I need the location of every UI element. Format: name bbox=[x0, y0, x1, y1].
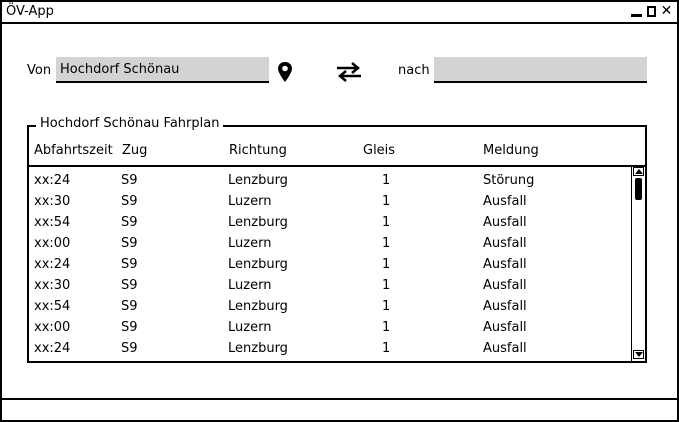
cell-departure: xx:24 bbox=[34, 341, 71, 356]
cell-platform: 1 bbox=[382, 236, 391, 251]
column-header-message[interactable]: Meldung bbox=[483, 143, 539, 158]
header-divider bbox=[29, 165, 645, 167]
status-bar bbox=[2, 398, 677, 420]
timetable-title: Hochdorf Schönau Fahrplan bbox=[36, 116, 224, 131]
cell-train: S9 bbox=[121, 341, 138, 356]
cell-message: Ausfall bbox=[483, 278, 527, 293]
cell-message: Störung bbox=[483, 173, 535, 188]
timetable-rows: xx:24 S9 Lenzburg 1 Störung xx:30 S9 Luz… bbox=[29, 171, 631, 360]
table-row[interactable]: xx:30 S9 Luzern 1 Ausfall bbox=[29, 276, 631, 297]
table-row[interactable]: xx:24 S9 Lenzburg 1 Ausfall bbox=[29, 339, 631, 360]
cell-message: Ausfall bbox=[483, 194, 527, 209]
maximize-icon[interactable] bbox=[645, 5, 658, 18]
cell-direction: Luzern bbox=[228, 194, 272, 209]
table-row[interactable]: xx:30 S9 Luzern 1 Ausfall bbox=[29, 192, 631, 213]
cell-train: S9 bbox=[121, 320, 138, 335]
cell-platform: 1 bbox=[382, 341, 391, 356]
cell-message: Ausfall bbox=[483, 215, 527, 230]
to-label: nach bbox=[398, 63, 430, 78]
swap-arrows-icon[interactable] bbox=[335, 62, 363, 82]
cell-train: S9 bbox=[121, 299, 138, 314]
cell-train: S9 bbox=[121, 194, 138, 209]
cell-direction: Lenzburg bbox=[228, 257, 288, 272]
from-field[interactable]: Hochdorf Schönau bbox=[56, 57, 269, 83]
cell-message: Ausfall bbox=[483, 299, 527, 314]
cell-departure: xx:54 bbox=[34, 215, 71, 230]
timetable-group bbox=[27, 125, 647, 363]
table-row[interactable]: xx:24 S9 Lenzburg 1 Störung bbox=[29, 171, 631, 192]
cell-train: S9 bbox=[121, 236, 138, 251]
cell-direction: Lenzburg bbox=[228, 173, 288, 188]
from-label: Von bbox=[27, 63, 52, 78]
map-pin-icon[interactable] bbox=[277, 61, 293, 83]
cell-departure: xx:30 bbox=[34, 194, 71, 209]
cell-departure: xx:00 bbox=[34, 236, 71, 251]
table-row[interactable]: xx:24 S9 Lenzburg 1 Ausfall bbox=[29, 255, 631, 276]
title-bar: ÖV-App ✕ bbox=[2, 2, 677, 24]
column-header-train[interactable]: Zug bbox=[122, 143, 148, 158]
cell-departure: xx:54 bbox=[34, 299, 71, 314]
cell-train: S9 bbox=[121, 257, 138, 272]
cell-direction: Lenzburg bbox=[228, 299, 288, 314]
cell-platform: 1 bbox=[382, 320, 391, 335]
window-title: ÖV-App bbox=[6, 4, 54, 19]
cell-direction: Luzern bbox=[228, 278, 272, 293]
cell-direction: Luzern bbox=[228, 236, 272, 251]
table-row[interactable]: xx:00 S9 Luzern 1 Ausfall bbox=[29, 234, 631, 255]
cell-departure: xx:24 bbox=[34, 173, 71, 188]
column-header-platform[interactable]: Gleis bbox=[363, 143, 396, 158]
cell-platform: 1 bbox=[382, 278, 391, 293]
window-controls: ✕ bbox=[630, 3, 673, 19]
column-header-departure[interactable]: Abfahrtszeit bbox=[34, 143, 113, 158]
table-scrollbar[interactable] bbox=[631, 167, 645, 361]
cell-train: S9 bbox=[121, 173, 138, 188]
cell-message: Ausfall bbox=[483, 257, 527, 272]
cell-message: Ausfall bbox=[483, 320, 527, 335]
cell-train: S9 bbox=[121, 278, 138, 293]
cell-message: Ausfall bbox=[483, 236, 527, 251]
table-row[interactable]: xx:00 S9 Luzern 1 Ausfall bbox=[29, 318, 631, 339]
cell-platform: 1 bbox=[382, 173, 391, 188]
cell-direction: Luzern bbox=[228, 320, 272, 335]
cell-platform: 1 bbox=[382, 257, 391, 272]
column-header-direction[interactable]: Richtung bbox=[229, 143, 287, 158]
scroll-down-icon[interactable] bbox=[633, 350, 644, 359]
cell-direction: Lenzburg bbox=[228, 215, 288, 230]
cell-direction: Lenzburg bbox=[228, 341, 288, 356]
cell-train: S9 bbox=[121, 215, 138, 230]
cell-departure: xx:30 bbox=[34, 278, 71, 293]
cell-platform: 1 bbox=[382, 299, 391, 314]
close-icon[interactable]: ✕ bbox=[660, 3, 673, 19]
cell-platform: 1 bbox=[382, 194, 391, 209]
cell-platform: 1 bbox=[382, 215, 391, 230]
to-field[interactable] bbox=[434, 57, 647, 83]
cell-message: Ausfall bbox=[483, 341, 527, 356]
cell-departure: xx:24 bbox=[34, 257, 71, 272]
cell-departure: xx:00 bbox=[34, 320, 71, 335]
scroll-thumb[interactable] bbox=[635, 178, 642, 200]
table-row[interactable]: xx:54 S9 Lenzburg 1 Ausfall bbox=[29, 297, 631, 318]
table-row[interactable]: xx:54 S9 Lenzburg 1 Ausfall bbox=[29, 213, 631, 234]
scroll-up-icon[interactable] bbox=[633, 167, 644, 176]
minimize-icon[interactable] bbox=[630, 5, 643, 18]
